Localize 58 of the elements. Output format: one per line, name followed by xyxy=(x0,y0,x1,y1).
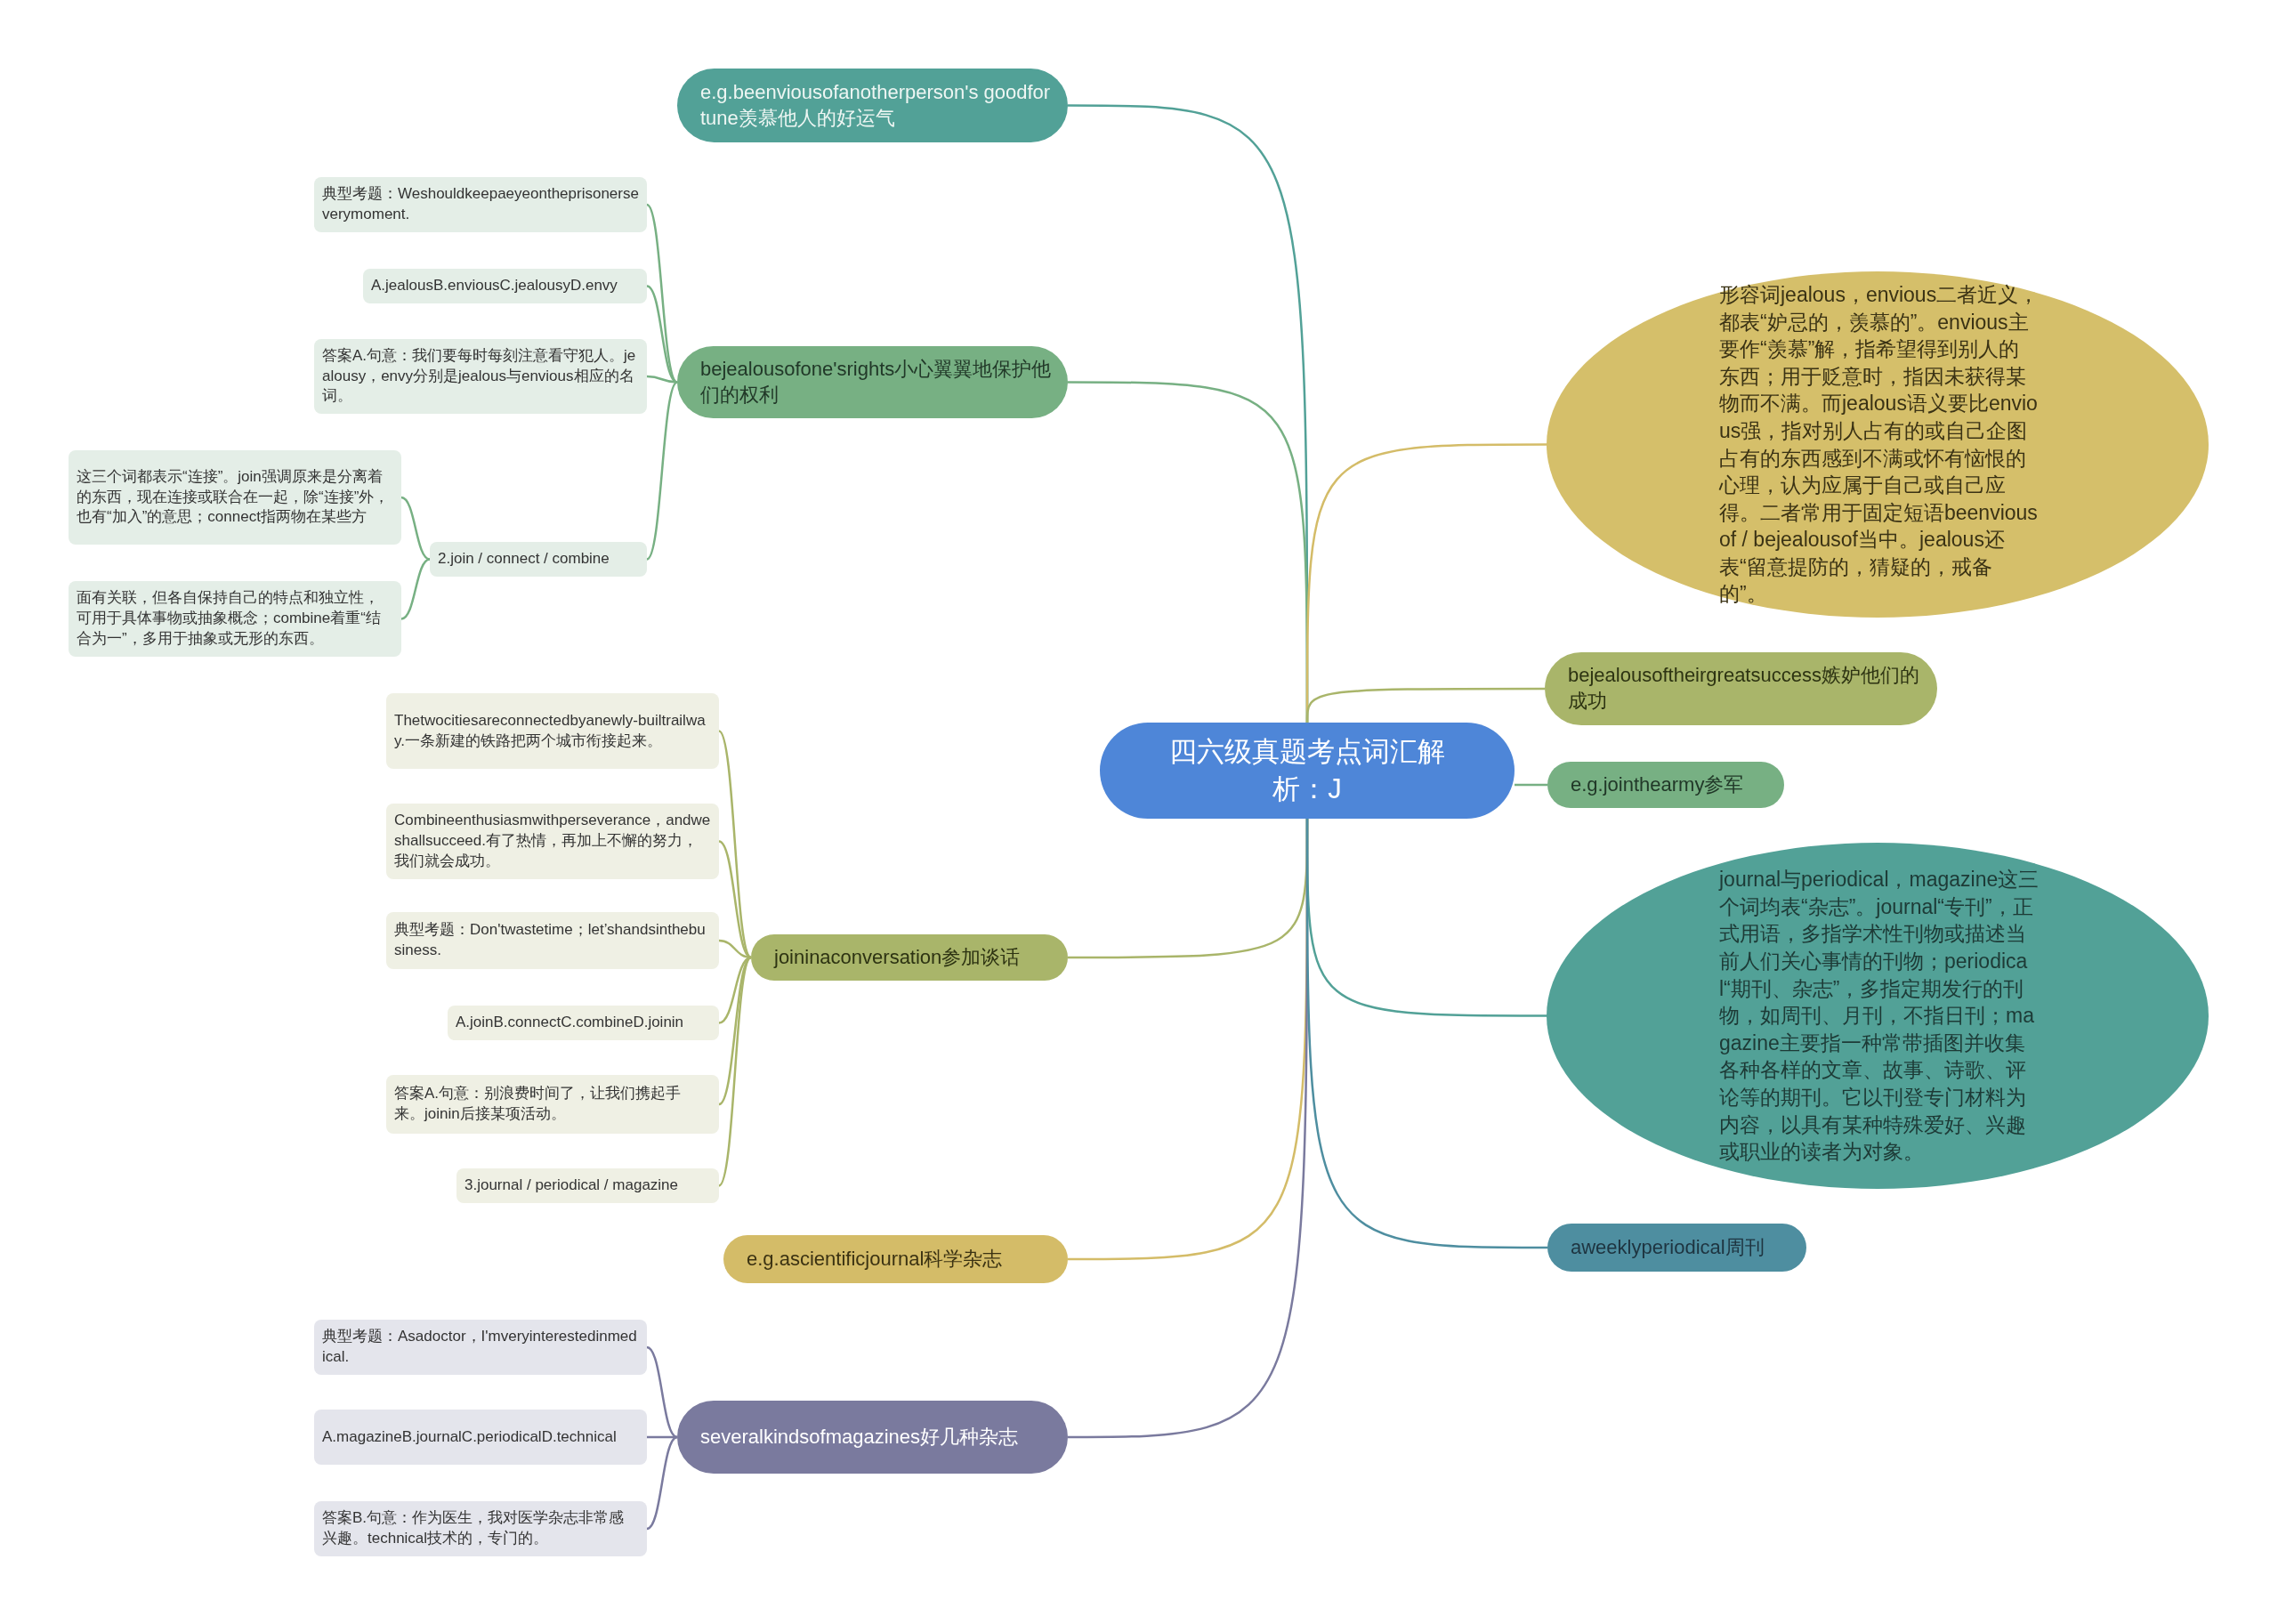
topic-text: 2.join / connect / combine xyxy=(438,549,610,570)
topic-text: 答案B.句意：作为医生，我对医学杂志非常感兴趣。technical技术的，专门的。 xyxy=(322,1508,626,1548)
topic-text: Combineenthusiasmwithperseverance，andweshallsucceed.有了热情，再加上不懈的努力，我们就会成功。 xyxy=(394,811,711,871)
topic-text: bejealousoftheirgreatsuccess嫉妒他们的成功 xyxy=(1568,663,1920,714)
topic-text: bejealousofone'srights小心翼翼地保护他们的权利 xyxy=(700,356,1052,408)
connector-line xyxy=(1305,819,1547,1249)
connector-line xyxy=(646,285,678,384)
note-card xyxy=(386,804,719,879)
topic-text: aweeklyperiodical周刊 xyxy=(1571,1234,1765,1260)
connector-line xyxy=(646,1345,678,1439)
connector-line xyxy=(646,381,678,561)
note-card xyxy=(314,1501,647,1556)
topic-text: 面有关联，但各自保持自己的特点和独立性，可用于具体事物或抽象概念；combine着重“结合为一”，多用于抽象或无形的东西。 xyxy=(77,588,382,649)
connector-line xyxy=(647,1435,677,1439)
topic-text: 形容词jealous，envious二者近义，都表“妒忌的，羡慕的”。envious主要作“羡慕”解，指希望得到别人的东西；用于贬意时，指因未获得某物而不满。而jealous语义要比envious强，指对别人占有的或自己企图占有的东西感到不满或怀有恼恨的心理，认为应属于自己或自己应得。二者常用于固定短语beenviousof / bejealousof当中。jealous还表“留意提防的，猜疑的，戒备的”。 xyxy=(1719,282,2040,608)
topic-text: 3.journal / periodical / magazine xyxy=(464,1176,679,1196)
topic-text: A.magazineB.journalC.periodicalD.technical xyxy=(322,1426,617,1447)
topic-text: 答案A.句意：别浪费时间了，让我们携起手来。joinin后接某项活动。 xyxy=(394,1084,683,1124)
note-card xyxy=(448,1006,719,1040)
note-card xyxy=(314,339,647,414)
note-card xyxy=(363,269,647,303)
connector-line xyxy=(718,957,752,1187)
note-card xyxy=(314,1410,647,1465)
topic-text: severalkindsofmagazines好几种杂志 xyxy=(700,1424,1019,1450)
connector-line xyxy=(718,730,752,958)
topic-text: 四六级真题考点词汇解析：J xyxy=(1168,735,1446,806)
note-card xyxy=(456,1168,719,1203)
topic-text: 这三个词都表示“连接”。join强调原来是分离着的东西，现在连接或联合在一起，除“连接”外，也有“加入”的意思；connect指两物在某些方 xyxy=(77,466,391,528)
note-card xyxy=(430,542,647,577)
note-card xyxy=(69,450,401,545)
note-card xyxy=(386,1075,719,1134)
connector-line xyxy=(400,558,431,620)
topic-text: Thetwocitiesareconnectedbyanewly-builtrailway.一条新建的铁路把两个城市衔接起来。 xyxy=(394,710,707,751)
note-card xyxy=(314,177,647,232)
topic-text: 典型考题：Asadoctor，I'mveryinterestedinmedical. xyxy=(322,1327,638,1367)
note-card xyxy=(386,912,719,969)
topic-pill xyxy=(1547,762,1784,808)
topic-text: A.jealousB.enviousC.jealousyD.envy xyxy=(371,276,618,296)
topic-text: 典型考题：Don'twastetime；let’shandsinthebusiness. xyxy=(394,920,707,960)
topic-text: e.g.jointhearmy参军 xyxy=(1571,772,1744,797)
topic-pill xyxy=(1547,1224,1806,1272)
connector-line xyxy=(1515,783,1547,787)
note-card xyxy=(69,581,401,657)
connector-line xyxy=(646,1435,678,1531)
topic-text: e.g.beenviousofanotherperson's goodfortune羡慕他人的好运气 xyxy=(700,79,1052,131)
connector-line xyxy=(1305,687,1545,723)
note-card xyxy=(386,693,719,769)
topic-text: journal与periodical，magazine这三个词均表“杂志”。journal“专刊”，正式用语，多指学术性刊物或描述当前人们关心事情的刊物；periodical“期刊、杂志”，多指定期发行的刊物，如周刊、月刊，不指日刊；magazine主要指一种常带插图并收集各种各样的文章、故事、诗歌、评论等的期刊。它以刊登专门材料为内容，以具有某种特殊爱好、兴趣或职业的读者为对象。 xyxy=(1719,867,2040,1166)
topic-text: A.joinB.connectC.combineD.joinin xyxy=(456,1013,684,1033)
topic-text: joininaconversation参加谈话 xyxy=(774,944,1021,970)
note-card xyxy=(314,1320,647,1375)
topic-pill xyxy=(723,1235,1068,1283)
connector-line xyxy=(646,204,678,384)
topic-pill xyxy=(751,934,1068,981)
topic-text: 答案A.句意：我们要每时每刻注意看守犯人。jealousy，envy分别是jealous与envious相应的名词。 xyxy=(322,345,637,407)
connector-line xyxy=(400,496,431,561)
topic-text: 典型考题：Weshouldkeepaeyeontheprisonerseverymoment. xyxy=(322,184,639,224)
topic-text: e.g.ascientificjournal科学杂志 xyxy=(747,1246,1003,1272)
